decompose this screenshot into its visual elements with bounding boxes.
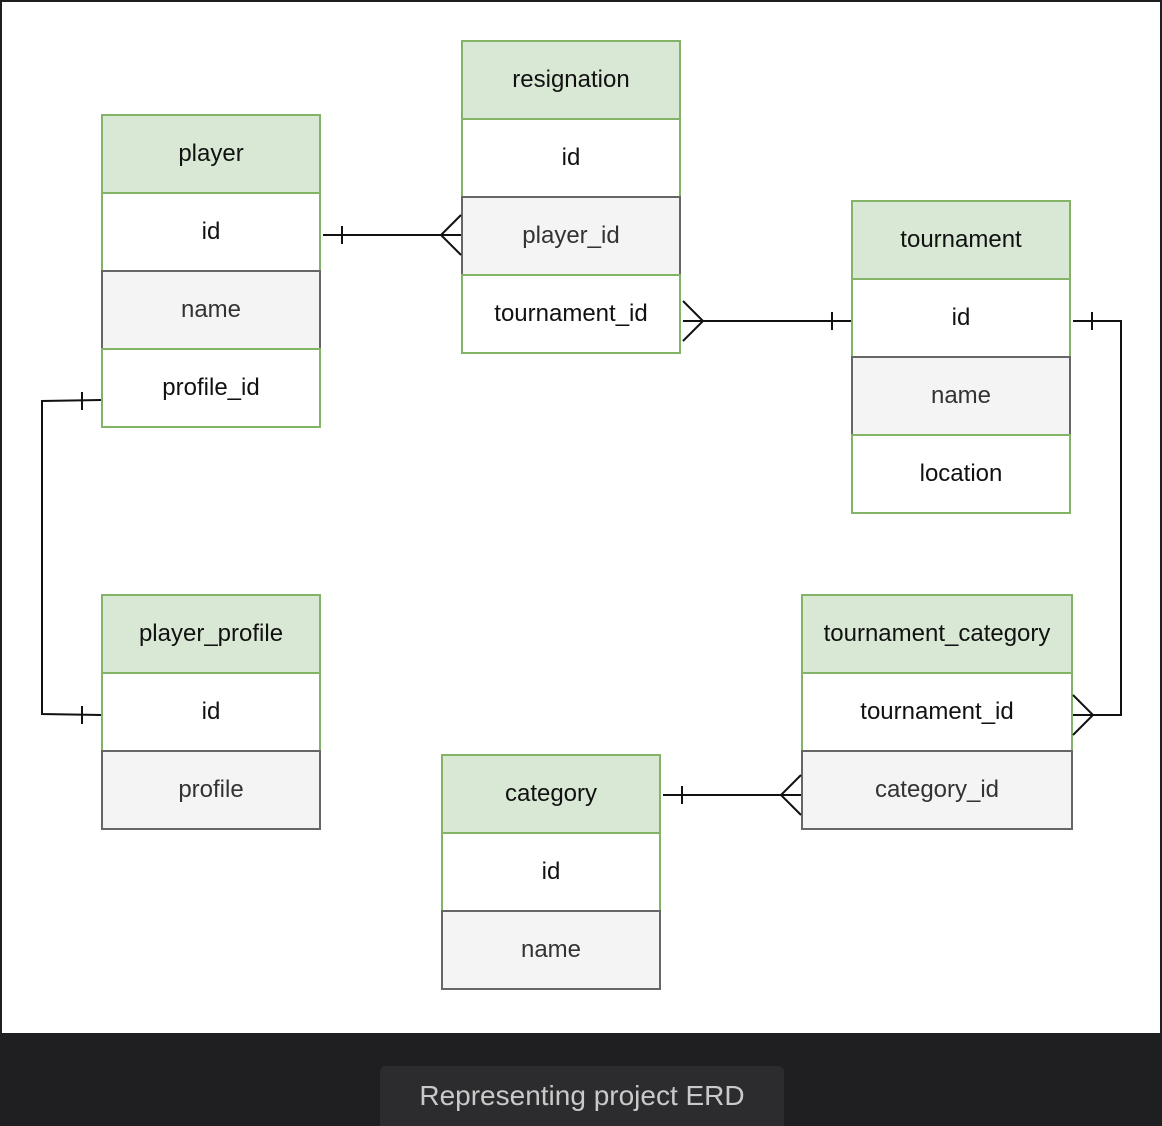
entity-tournament[interactable]: tournament id name location (851, 200, 1071, 514)
field-tournament-id: tournament_id (801, 672, 1073, 752)
field-name: name (101, 270, 321, 350)
entity-player-profile[interactable]: player_profile id profile (101, 594, 321, 830)
field-name: name (851, 356, 1071, 436)
entity-title: player (101, 114, 321, 194)
field-id: id (441, 832, 661, 912)
field-id: id (461, 118, 681, 198)
field-tournament-id: tournament_id (461, 274, 681, 354)
field-id: id (101, 192, 321, 272)
caption-box: Representing project ERD (380, 1066, 784, 1126)
field-profile: profile (101, 750, 321, 830)
entity-title: resignation (461, 40, 681, 120)
entity-resignation[interactable]: resignation id player_id tournament_id (461, 40, 681, 354)
field-id: id (101, 672, 321, 752)
field-profile-id: profile_id (101, 348, 321, 428)
entity-tournament-category[interactable]: tournament_category tournament_id catego… (801, 594, 1073, 830)
field-location: location (851, 434, 1071, 514)
entity-title: tournament_category (801, 594, 1073, 674)
entity-category[interactable]: category id name (441, 754, 661, 990)
entity-player[interactable]: player id name profile_id (101, 114, 321, 428)
entity-title: tournament (851, 200, 1071, 280)
entity-title: player_profile (101, 594, 321, 674)
field-id: id (851, 278, 1071, 358)
entity-title: category (441, 754, 661, 834)
field-category-id: category_id (801, 750, 1073, 830)
field-name: name (441, 910, 661, 990)
caption-text: Representing project ERD (419, 1080, 745, 1111)
field-player-id: player_id (461, 196, 681, 276)
